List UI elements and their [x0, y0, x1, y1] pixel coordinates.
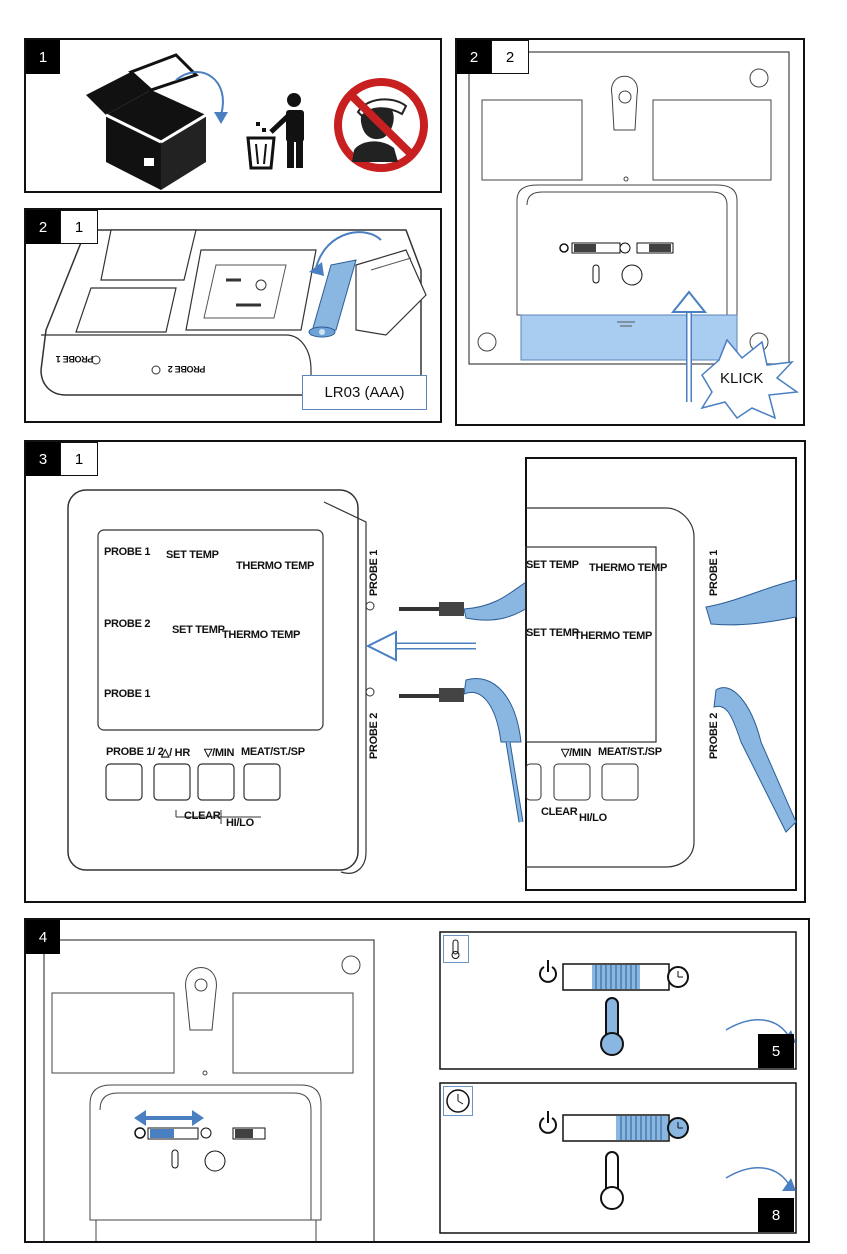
button-label: △/ HR [161, 747, 190, 759]
trash-disposal-icon [246, 93, 304, 170]
step-number: 4 [26, 920, 60, 954]
zoom-screen-label: THERMO TEMP [589, 562, 667, 574]
probe2-port-label: PROBE 2 [168, 364, 206, 374]
button-label: PROBE 1/ 2 [106, 746, 164, 758]
panel-step-2-1: 2 1 PROBE 1 PROBE 2 LR03 (AAA) [24, 208, 442, 423]
zoom-side-probe1-label: PROBE 1 [708, 549, 721, 597]
clear-label: CLEAR [184, 810, 221, 822]
power-icon [539, 960, 557, 983]
zoom-hilo-label: HI/LO [579, 812, 607, 824]
zoom-screen-label: SET TEMP [526, 559, 579, 571]
mode-switch-illustration [43, 931, 797, 1241]
panel-step-4: 4 [24, 918, 810, 1243]
klick-burst [700, 338, 800, 420]
step-number: 3 [26, 442, 60, 476]
panel-step-2-2: 2 2 KLICK [455, 38, 805, 426]
zoom-button-label: MEAT/ST./SP [598, 746, 662, 758]
next-step-badge: 5 [758, 1034, 794, 1068]
clock-icon [443, 1086, 473, 1116]
panel-step-3: 3 1 PROBE 1 SET TEMP THERMO TEM [24, 440, 806, 903]
mode-switch-small [559, 242, 674, 286]
step-number: 2 [26, 210, 60, 244]
side-probe2-label: PROBE 2 [368, 712, 381, 760]
substep-number: 1 [60, 442, 98, 476]
button-label: MEAT/ST./SP [241, 746, 305, 758]
screen-label: SET TEMP [172, 624, 225, 636]
screen-label: SET TEMP [166, 549, 219, 561]
screen-label: PROBE 1 [104, 688, 151, 700]
button-label: ▽/MIN [204, 747, 235, 759]
aaa-battery [308, 259, 357, 338]
no-children-icon [334, 78, 428, 172]
battery-insert-illustration [40, 229, 427, 396]
next-step-badge: 8 [758, 1198, 794, 1232]
screen-label: THERMO TEMP [222, 629, 300, 641]
screen-label: PROBE 2 [104, 618, 151, 630]
battery-type-label: LR03 (AAA) [302, 375, 427, 410]
thermometer-icon [443, 935, 469, 963]
zoom-screen-label: THERMO TEMP [574, 630, 652, 642]
substep-number: 2 [491, 40, 529, 74]
probe-connect-illustration [67, 457, 797, 891]
zoom-screen-label: SET TEMP [526, 627, 579, 639]
probe1-port-label: PROBE 1 [56, 354, 94, 364]
screen-label: THERMO TEMP [236, 560, 314, 572]
substep-number: 1 [60, 210, 98, 244]
box-open-icon [86, 53, 228, 190]
zoom-clear-label: CLEAR [541, 806, 578, 818]
step-number: 1 [26, 40, 60, 74]
klick-label: KLICK [720, 370, 764, 387]
disposal-illustration [86, 53, 428, 190]
zoom-button-label: ▽/MIN [561, 747, 592, 759]
zoom-side-probe2-label: PROBE 2 [708, 712, 721, 760]
hilo-label: HI/LO [226, 817, 254, 829]
mode-switch-device [134, 1110, 266, 1172]
panel-step-1: 1 [24, 38, 442, 193]
screen-label: PROBE 1 [104, 546, 151, 558]
side-probe1-label: PROBE 1 [368, 549, 381, 597]
step-number: 2 [457, 40, 491, 74]
back-cover-illustration [468, 51, 800, 420]
